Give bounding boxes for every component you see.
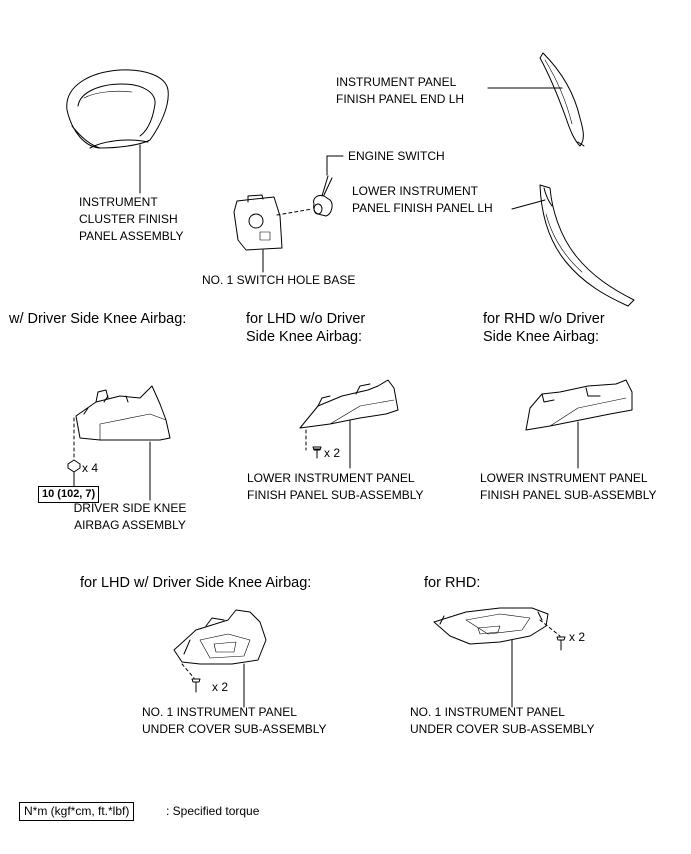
heading-lhd-with: for LHD w/ Driver Side Knee Airbag:: [80, 575, 312, 591]
label-lhd-lower-finish-2: FINISH PANEL SUB-ASSEMBLY: [247, 488, 424, 502]
legend-torque-description: : Specified torque: [166, 804, 260, 818]
rhd-cover-screw-line: [539, 619, 561, 637]
switch-hole-base-drawing: [233, 194, 283, 251]
label-lhd-under-cover-1: NO. 1 INSTRUMENT PANEL: [142, 705, 297, 719]
qty-lhd-cover-screws: x 2: [212, 680, 229, 694]
lower-finish-panel-lh-drawing: [539, 184, 635, 307]
heading-lhd-without-1: for LHD w/o Driver: [246, 311, 366, 327]
label-lhd-under-cover-2: UNDER COVER SUB-ASSEMBLY: [142, 722, 327, 736]
finish-panel-end-lh-drawing: [539, 52, 585, 147]
label-engine-switch: ENGINE SWITCH: [348, 149, 445, 163]
lhd-cover-screw-line: [181, 663, 195, 679]
engine-switch-drawing: [313, 175, 333, 217]
lhd-under-cover-drawing: [173, 609, 267, 665]
heading-with-knee-airbag: w/ Driver Side Knee Airbag:: [9, 311, 187, 327]
qty-knee-airbag-bolts: x 4: [82, 461, 99, 475]
lhd-cover-screw-drawing: [191, 678, 201, 693]
knee-airbag-drawing: [75, 385, 171, 441]
cluster-finish-panel-drawing: [66, 69, 169, 149]
knee-airbag-bolt-drawing: [67, 459, 81, 482]
label-cluster-finish-3: PANEL ASSEMBLY: [79, 229, 184, 243]
heading-rhd-without-2: Side Knee Airbag:: [483, 329, 600, 345]
label-rhd-lower-finish-1: LOWER INSTRUMENT PANEL: [480, 471, 648, 485]
qty-rhd-cover-screws: x 2: [569, 630, 586, 644]
label-rhd-under-cover-1: NO. 1 INSTRUMENT PANEL: [410, 705, 565, 719]
label-switch-hole-base: NO. 1 SWITCH HOLE BASE: [202, 273, 356, 287]
label-cluster-finish-2: CLUSTER FINISH: [79, 212, 178, 226]
lhd-lower-finish-drawing: [299, 379, 399, 429]
label-knee-airbag-1: DRIVER SIDE KNEE: [73, 501, 187, 515]
leader-engine-switch: [326, 155, 344, 176]
lhd-finish-screw-drawing: [312, 446, 322, 459]
qty-lhd-finish-screws: x 2: [324, 446, 341, 460]
heading-rhd-without-1: for RHD w/o Driver: [483, 311, 605, 327]
torque-spec-knee-airbag: 10 (102, 7): [38, 486, 100, 503]
label-lower-finish-lh-1: LOWER INSTRUMENT: [352, 184, 478, 198]
rhd-cover-screw-drawing: [556, 636, 566, 651]
rhd-under-cover-drawing: [433, 607, 549, 645]
label-lower-finish-lh-2: PANEL FINISH PANEL LH: [352, 201, 493, 215]
label-cluster-finish-1: INSTRUMENT: [79, 195, 158, 209]
label-lhd-lower-finish-1: LOWER INSTRUMENT PANEL: [247, 471, 415, 485]
label-rhd-under-cover-2: UNDER COVER SUB-ASSEMBLY: [410, 722, 595, 736]
leader-lower-finish-lh: [511, 199, 546, 210]
label-end-lh-2: FINISH PANEL END LH: [336, 92, 465, 106]
legend-torque-box: N*m (kgf*cm, ft.*lbf): [19, 802, 135, 821]
label-knee-airbag-2: AIRBAG ASSEMBLY: [74, 518, 186, 532]
heading-lhd-without-2: Side Knee Airbag:: [246, 329, 363, 345]
label-rhd-lower-finish-2: FINISH PANEL SUB-ASSEMBLY: [480, 488, 657, 502]
rhd-lower-finish-drawing: [525, 379, 633, 431]
label-end-lh-1: INSTRUMENT PANEL: [336, 75, 457, 89]
heading-rhd: for RHD:: [424, 575, 481, 591]
switch-install-line: [276, 208, 313, 216]
